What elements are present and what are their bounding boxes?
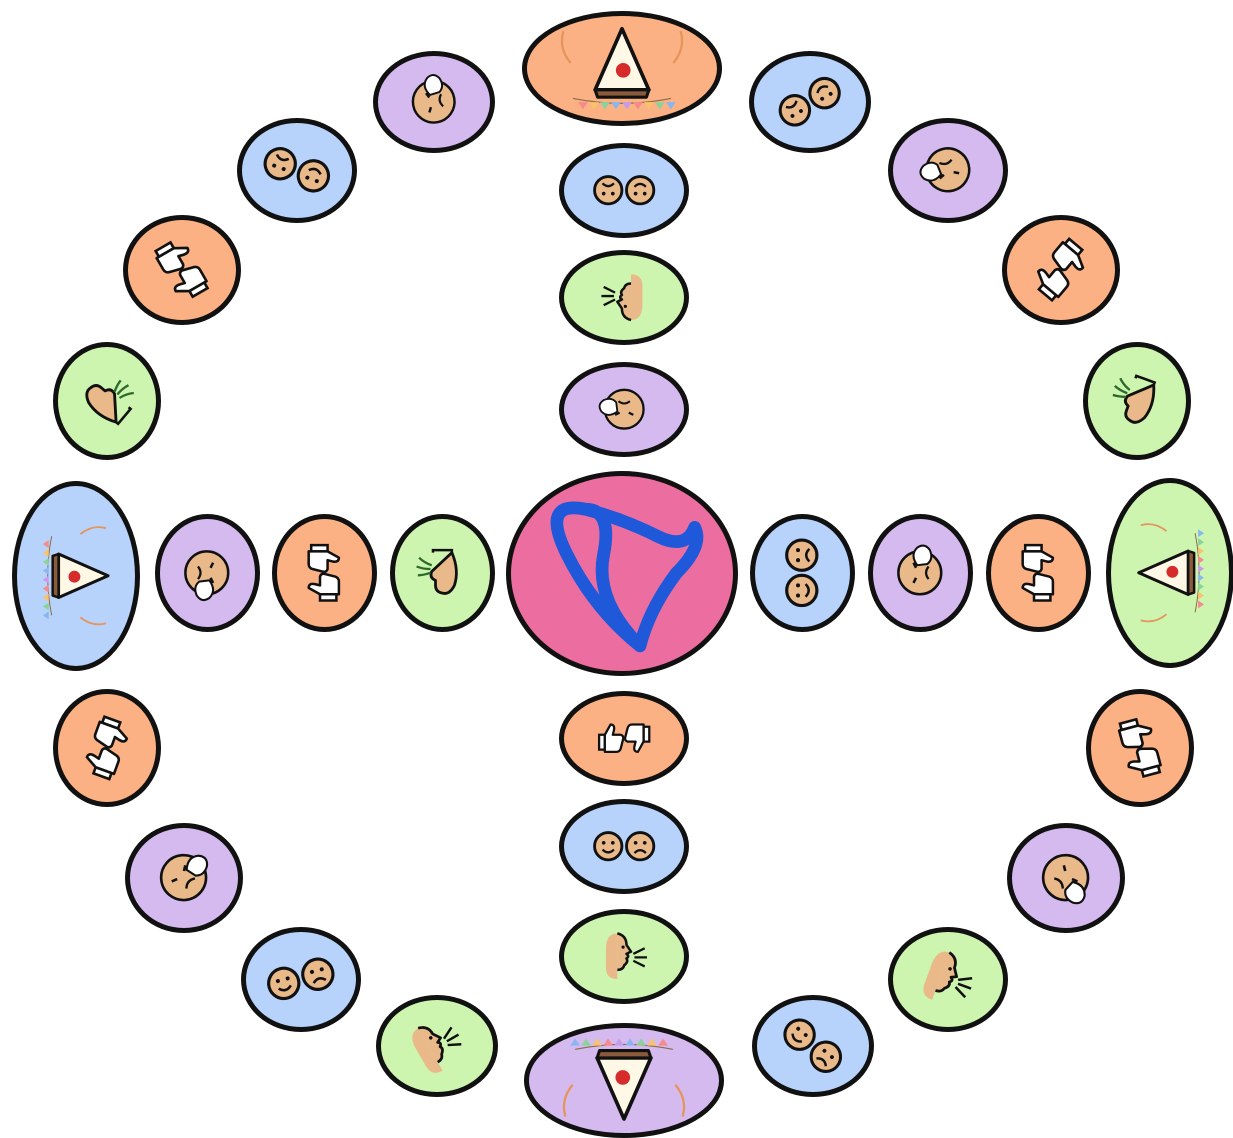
sneeze-face-icon xyxy=(882,535,958,611)
speak-icon xyxy=(400,1009,473,1082)
board-space-ring-10[interactable] xyxy=(752,995,874,1097)
speak-icon xyxy=(590,922,658,990)
board-space-ring-15[interactable] xyxy=(749,51,871,153)
board-space-ring-13[interactable] xyxy=(1083,342,1191,460)
board-space-ring-16[interactable] xyxy=(888,118,1008,223)
smell-nose-icon xyxy=(404,535,480,611)
speak-icon xyxy=(590,263,658,331)
board-space-down-1[interactable] xyxy=(559,691,689,786)
board-space-up-1[interactable] xyxy=(559,143,689,238)
thumbs-up-down-icon xyxy=(590,704,658,772)
party-pizza-icon xyxy=(537,19,707,117)
board-space-ring-4[interactable] xyxy=(373,51,495,153)
sneeze-face-icon xyxy=(1026,838,1105,917)
thumbs-up-down-icon xyxy=(1101,709,1179,787)
heart-icon xyxy=(529,491,715,655)
happy-sad-faces-icon xyxy=(764,535,840,611)
board-space-ring-11[interactable] xyxy=(1007,823,1125,933)
thumbs-up-down-icon xyxy=(1000,535,1076,611)
board-space-up-2[interactable] xyxy=(559,250,689,345)
board-space-ring-7[interactable] xyxy=(376,995,498,1097)
board-space-left-1[interactable] xyxy=(390,514,495,632)
party-pizza-icon xyxy=(22,495,131,657)
sneeze-face-icon xyxy=(590,375,658,443)
board-space-ring-12[interactable] xyxy=(1086,689,1194,807)
happy-sad-faces-icon xyxy=(590,812,658,880)
board-space-right-3[interactable] xyxy=(986,514,1091,632)
board-space-ring-8[interactable] xyxy=(241,927,361,1032)
board-space-right-1[interactable] xyxy=(750,514,855,632)
thumbs-up-down-icon xyxy=(142,230,221,309)
board-space-ring-9[interactable] xyxy=(888,927,1008,1032)
party-pizza-icon xyxy=(1116,492,1225,654)
board-space-ring-14[interactable] xyxy=(1002,215,1120,325)
board-space-left-pizza[interactable] xyxy=(12,481,140,671)
happy-sad-faces-icon xyxy=(590,156,658,224)
board-space-down-2[interactable] xyxy=(559,799,689,894)
board-space-bottom-pizza[interactable] xyxy=(524,1023,724,1138)
happy-sad-faces-icon xyxy=(776,1009,849,1082)
happy-sad-faces-icon xyxy=(263,941,339,1017)
board-space-left-2[interactable] xyxy=(272,514,377,632)
smell-nose-icon xyxy=(1098,362,1176,440)
board-space-ring-5[interactable] xyxy=(53,689,161,807)
board-space-up-3[interactable] xyxy=(559,362,689,457)
thumbs-up-down-icon xyxy=(286,535,362,611)
board-space-left-3[interactable] xyxy=(155,514,260,632)
happy-sad-faces-icon xyxy=(773,65,846,138)
sneeze-face-icon xyxy=(910,132,986,208)
board-space-ring-1[interactable] xyxy=(237,118,357,223)
sneeze-face-icon xyxy=(397,65,470,138)
board-space-ring-6[interactable] xyxy=(125,823,243,933)
party-pizza-icon xyxy=(539,1031,709,1129)
board-space-right-2[interactable] xyxy=(868,514,973,632)
smell-nose-icon xyxy=(68,362,146,440)
speak-icon xyxy=(910,941,986,1017)
board-space-down-3[interactable] xyxy=(559,909,689,1004)
board-space-right-pizza[interactable] xyxy=(1106,478,1233,668)
board-space-ring-2[interactable] xyxy=(53,342,161,460)
center-heart-space[interactable] xyxy=(506,471,738,676)
board-space-top-pizza[interactable] xyxy=(522,11,722,126)
thumbs-up-down-icon xyxy=(68,709,146,787)
board-space-ring-3[interactable] xyxy=(123,215,241,325)
thumbs-up-down-icon xyxy=(1021,230,1100,309)
happy-sad-faces-icon xyxy=(259,132,335,208)
sneeze-face-icon xyxy=(144,838,223,917)
sneeze-face-icon xyxy=(169,535,245,611)
